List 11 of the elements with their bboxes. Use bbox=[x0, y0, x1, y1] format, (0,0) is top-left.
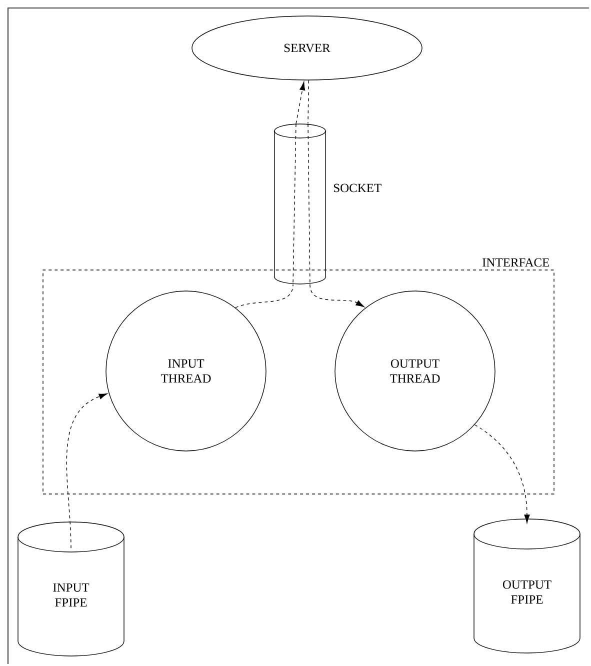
socket-cylinder bbox=[274, 124, 326, 284]
pipe-cylinder: INPUT FPIPE bbox=[18, 522, 124, 656]
arrow bbox=[310, 284, 364, 308]
arrow bbox=[474, 424, 530, 524]
socket-label: SOCKET bbox=[334, 184, 382, 192]
pipe-cylinder: OUTPUT FPIPE bbox=[474, 518, 580, 654]
arrow bbox=[66, 393, 108, 549]
arrow bbox=[296, 82, 306, 124]
node-label: INTERFACE bbox=[482, 258, 550, 267]
node-label: OUTPUT FPIPE bbox=[502, 580, 552, 604]
node-label: INPUT FPIPE bbox=[53, 583, 90, 607]
